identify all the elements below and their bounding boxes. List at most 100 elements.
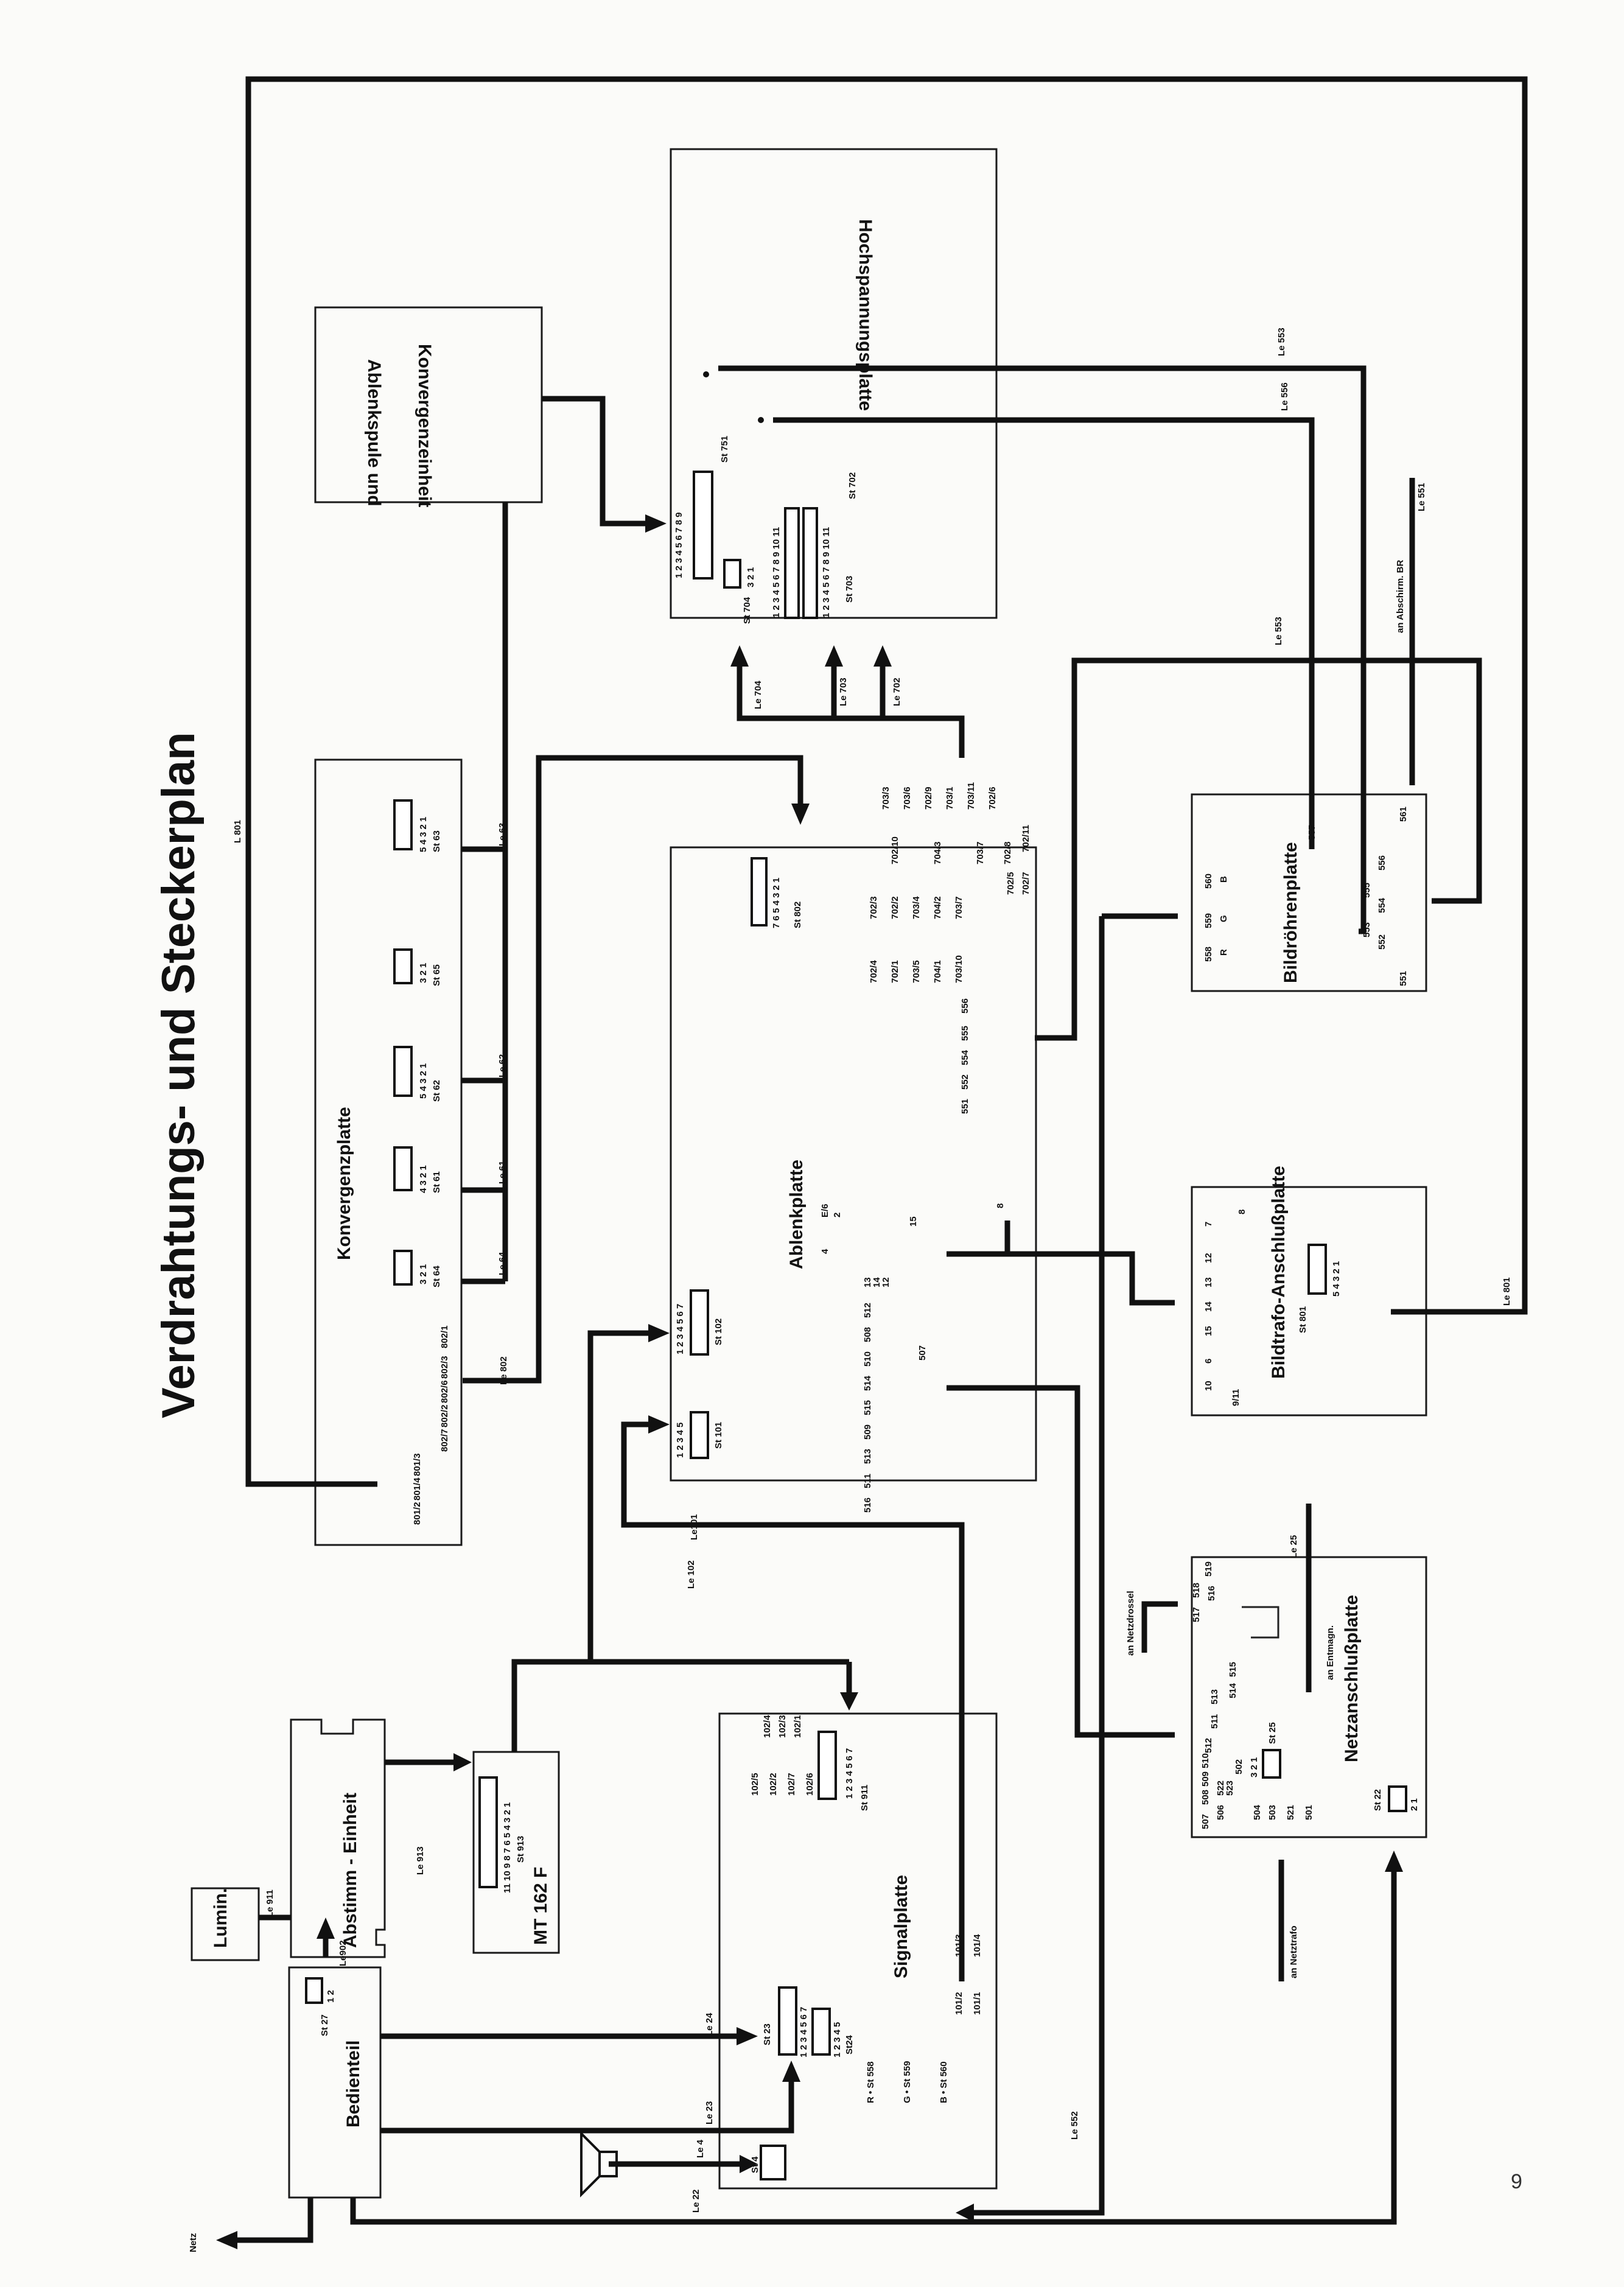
svg-text:3 2 1: 3 2 1 [418,1264,429,1284]
mt162f-title: MT 162 F [531,1867,551,1945]
svg-text:G: G [1219,915,1229,922]
wire-netz [237,2198,313,2243]
svg-text:501: 501 [1304,1805,1314,1820]
svg-text:801/3: 801/3 [412,1453,422,1476]
svg-text:507: 507 [917,1345,928,1361]
svg-text:3 2 1: 3 2 1 [1249,1757,1259,1777]
svg-text:513: 513 [1209,1689,1220,1704]
svg-text:12: 12 [1203,1253,1214,1263]
arrow-st22 [1385,1851,1403,1872]
wire-le101 [621,1421,965,1981]
svg-text:802/1: 802/1 [439,1325,450,1348]
connector-st61: 4 3 2 1 St 61 [393,1146,442,1193]
svg-text:508: 508 [863,1327,873,1342]
svg-text:510: 510 [863,1351,873,1367]
svg-text:555: 555 [960,1026,970,1041]
svg-text:St 22: St 22 [1373,1789,1383,1811]
svg-text:512: 512 [863,1303,873,1318]
wire-le553-top [718,365,1367,934]
connector-st913: 11 10 9 8 7 6 5 4 3 2 1 St 913 [478,1776,526,1893]
connector-st911: 1 2 3 4 5 6 7 St 911 [817,1731,870,1811]
ablenk-title: Ablenkplatte [786,1160,807,1269]
label-st560: B • St 560 [939,2061,949,2103]
connector-st63: 5 4 3 2 1 St 63 [393,799,442,852]
svg-text:502: 502 [1234,1759,1244,1774]
arrow-st911 [840,1692,858,1711]
abstimm-title-1: Abstimm - [340,1858,360,1948]
svg-text:801/2: 801/2 [412,1502,422,1525]
svg-text:552: 552 [1377,934,1387,950]
svg-text:Le 703: Le 703 [838,678,849,706]
svg-text:554: 554 [1377,897,1387,913]
arrow-st101 [648,1415,670,1434]
svg-text:Le 913: Le 913 [415,1846,425,1875]
svg-text:702/1: 702/1 [890,960,900,983]
wire-entmagn [1242,1606,1279,1639]
svg-text:Le 23: Le 23 [704,2101,715,2124]
svg-text:101/3: 101/3 [954,1934,964,1957]
connector-st24: 1 2 3 4 5 St24 [811,2008,855,2058]
pin-labels-ablenk: 703/3 703/6 702/9 703/1 703/11 702/6 702… [820,782,1031,1513]
svg-text:504: 504 [1252,1804,1262,1820]
svg-text:101/4: 101/4 [972,1934,982,1957]
svg-text:703/4: 703/4 [911,896,922,919]
svg-text:14: 14 [872,1277,882,1287]
svg-text:551: 551 [960,1099,970,1114]
svg-text:802/3: 802/3 [439,1356,450,1379]
terminal-hv-1 [703,371,709,377]
svg-text:7 6 5 4 3 2 1: 7 6 5 4 3 2 1 [771,878,782,928]
svg-text:St 23: St 23 [762,2023,772,2045]
svg-text:3 2 1: 3 2 1 [746,567,756,587]
svg-text:704/2: 704/2 [933,896,943,919]
svg-text:1 2 3 4 5: 1 2 3 4 5 [675,1423,685,1458]
svg-text:523: 523 [1225,1781,1235,1796]
svg-text:2 1: 2 1 [1409,1798,1419,1811]
wire-le22 [350,1872,1397,2225]
svg-text:553: 553 [1362,922,1372,937]
svg-text:E/6: E/6 [820,1203,830,1217]
svg-text:703/1: 703/1 [945,786,955,810]
svg-text:1 2 3 4 5: 1 2 3 4 5 [832,2022,842,2058]
svg-text:559: 559 [1203,913,1214,928]
ablenkplatte-box [670,846,1037,1482]
svg-text:551: 551 [1398,971,1409,986]
svg-text:555: 555 [1362,883,1372,898]
svg-text:703/7: 703/7 [975,841,985,864]
svg-text:1 2: 1 2 [326,1990,336,2003]
svg-text:13: 13 [1203,1277,1214,1287]
svg-text:St 102: St 102 [713,1319,724,1345]
svg-text:702/7: 702/7 [1021,872,1031,895]
svg-text:Le 4: Le 4 [695,2139,705,2158]
svg-text:102/2: 102/2 [768,1773,779,1796]
abstimm-einheit-box [290,1718,386,1958]
bedienteil-title: Bedienteil [343,2040,363,2128]
svg-text:556: 556 [1377,855,1387,870]
svg-text:St 61: St 61 [432,1171,442,1193]
svg-text:1 2 3 4 5 6 7: 1 2 3 4 5 6 7 [675,1304,685,1354]
svg-text:102/4: 102/4 [762,1715,772,1738]
wire-rgb [974,916,1105,2216]
svg-text:St 801: St 801 [1298,1306,1308,1333]
svg-text:B: B [1219,876,1229,883]
wire-labels: Le 553 Le 556 Le 551 an Abschirm. BR Le … [188,327,1512,2252]
svg-text:1 2 3 4 5 6 7: 1 2 3 4 5 6 7 [844,1748,855,1799]
signalplatte-box [718,1712,998,2190]
svg-text:8: 8 [1237,1210,1247,1214]
svg-text:15: 15 [908,1216,919,1227]
svg-text:557: 557 [1307,825,1317,840]
connector-st64: 3 2 1 St 64 [393,1250,442,1287]
svg-text:Le 553: Le 553 [1276,327,1287,356]
svg-text:102/3: 102/3 [777,1715,788,1738]
svg-text:15: 15 [1203,1326,1214,1336]
svg-text:St 703: St 703 [844,576,855,603]
svg-text:Le 553: Le 553 [1273,617,1284,645]
arrow-le704 [730,645,749,667]
bildroehren-title: Bildröhrenplatte [1281,842,1301,983]
svg-text:10: 10 [1203,1381,1214,1391]
label-st558: R • St 558 [866,2061,876,2103]
svg-text:704/1: 704/1 [933,960,943,983]
svg-text:1 2 3 4 5 6 7 8 9 10 11: 1 2 3 4 5 6 7 8 9 10 11 [771,527,782,618]
connector-st751: 1 2 3 4 5 6 7 8 9 St 751 [674,436,730,580]
svg-text:514: 514 [1228,1683,1238,1698]
arrow-le552 [956,2204,974,2222]
